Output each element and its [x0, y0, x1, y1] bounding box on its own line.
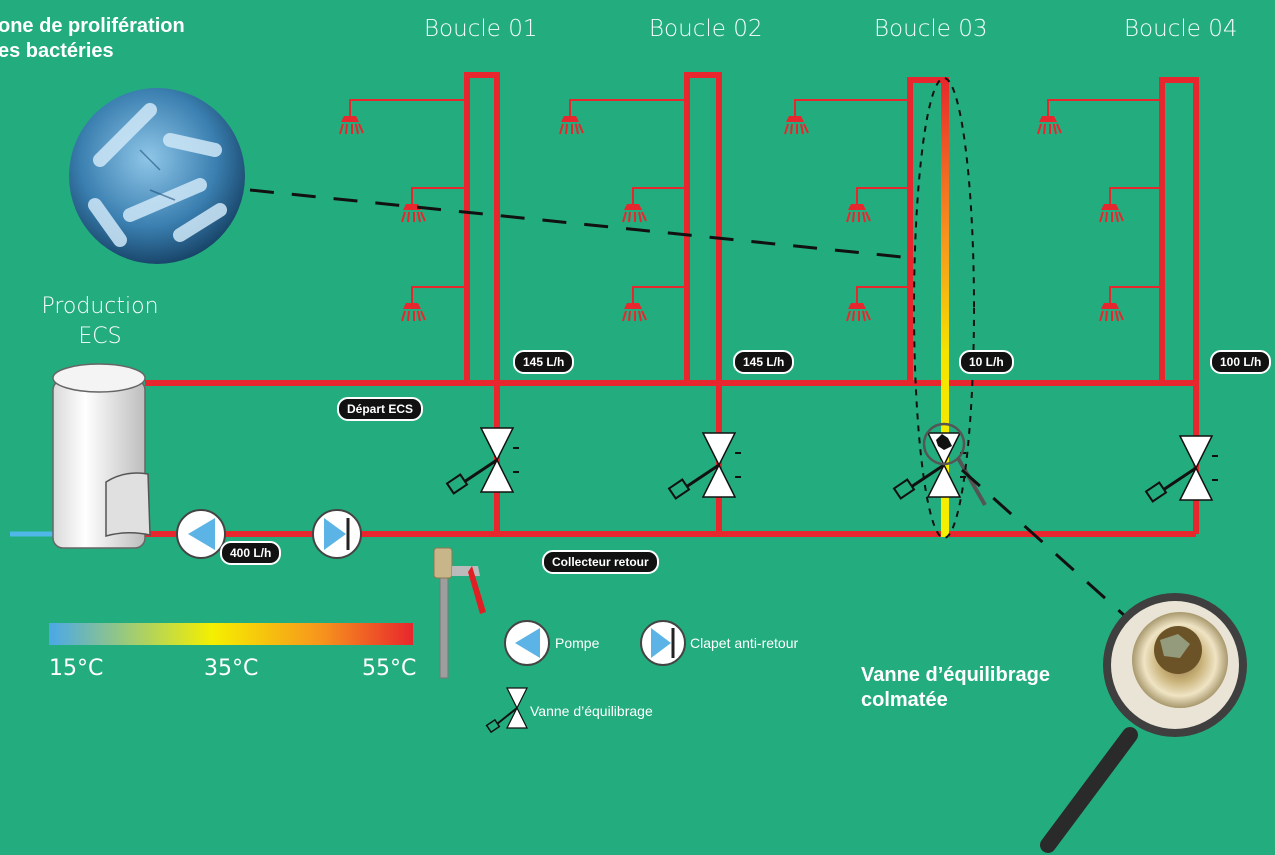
flow-badge-loop-2: 145 L/h — [733, 350, 794, 374]
loop-1-title: Boucle 01 — [424, 16, 537, 42]
temp-mid-label: 35°C — [204, 656, 258, 681]
legend-balancing-valve-icon — [487, 688, 527, 732]
shower-head-icon — [340, 116, 1123, 321]
balancing-valve-icon — [447, 428, 1218, 501]
magnifying-glass-icon — [1048, 593, 1247, 845]
production-line-1: Production — [34, 292, 166, 322]
bacteria-zone-label: one de prolifération es bactéries — [0, 14, 185, 64]
clogged-valve-line-2: colmatée — [861, 688, 1050, 713]
shower-branches — [350, 100, 1162, 303]
bacteria-zone-line-1: one de prolifération — [0, 14, 185, 39]
flow-badge-loop-4: 100 L/h — [1210, 350, 1271, 374]
bacteria-magnifier-icon — [69, 88, 245, 264]
check-valve-icon — [313, 510, 361, 558]
loop-2-title: Boucle 02 — [649, 16, 762, 42]
loop-4-title: Boucle 04 — [1124, 16, 1237, 42]
pump-icon — [177, 510, 225, 558]
production-label: Production ECS — [34, 292, 166, 352]
water-heater-icon — [53, 364, 150, 548]
loop-4-pipes — [1162, 80, 1196, 534]
depart-ecs-label: Départ ECS — [337, 397, 423, 421]
temperature-scale-bar — [49, 623, 413, 645]
drain-tap-icon — [434, 548, 486, 678]
flow-badge-loop-1: 145 L/h — [513, 350, 574, 374]
flow-badge-pump: 400 L/h — [220, 541, 281, 565]
legend-balancing-valve-label: Vanne d’équilibrage — [530, 703, 653, 719]
bacteria-zone-line-2: es bactéries — [0, 39, 185, 64]
temp-max-label: 55°C — [362, 656, 416, 681]
loop-1-pipes — [467, 75, 497, 534]
legend-pump-label: Pompe — [555, 635, 599, 651]
temp-min-label: 15°C — [49, 656, 103, 681]
loop-3-title: Boucle 03 — [874, 16, 987, 42]
production-line-2: ECS — [34, 322, 166, 352]
legend-check-valve-icon — [641, 621, 685, 665]
clogged-valve-line-1: Vanne d’équilibrage — [861, 663, 1050, 688]
flow-badge-loop-3: 10 L/h — [959, 350, 1014, 374]
bacteria-leader-line — [250, 190, 912, 258]
legend-check-valve-label: Clapet anti-retour — [690, 635, 798, 651]
clogged-valve-label: Vanne d’équilibrage colmatée — [861, 663, 1050, 713]
valve-leader-line — [962, 470, 1135, 625]
loop-2-pipes — [687, 75, 719, 534]
collecteur-retour-label: Collecteur retour — [542, 550, 659, 574]
legend-pump-icon — [505, 621, 549, 665]
